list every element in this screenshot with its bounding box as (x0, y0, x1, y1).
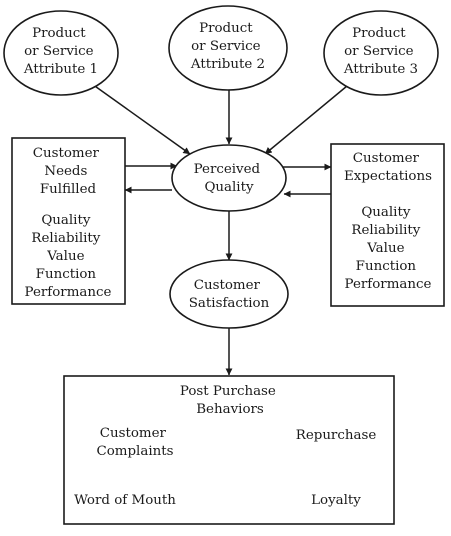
post-purchase-heading: Post Purchase Behaviors (180, 384, 280, 417)
attribute-2-line: Product (199, 21, 253, 36)
post-purchase-word-of-mouth: Word of Mouth (74, 493, 176, 508)
attribute-3-ellipse (323, 10, 439, 96)
attribute-3-label: Product or Service Attribute 3 (343, 26, 418, 77)
node-attribute-2: Product or Service Attribute 2 (168, 5, 288, 91)
needs-fulfilled-item: Reliability (31, 231, 100, 246)
perceived-quality-ellipse (171, 144, 287, 212)
node-customer-satisfaction: Customer Satisfaction (169, 259, 289, 329)
needs-fulfilled-heading-line: Customer (33, 146, 100, 161)
post-purchase-box (63, 375, 395, 525)
attribute-2-ellipse (168, 5, 288, 91)
attribute-1-line: or Service (24, 44, 94, 59)
attribute-2-line: Attribute 2 (190, 57, 265, 72)
customer-satisfaction-ellipse (169, 259, 289, 329)
node-attribute-3: Product or Service Attribute 3 (323, 10, 439, 96)
needs-fulfilled-item: Quality (41, 213, 91, 228)
attribute-3-line: Attribute 3 (343, 62, 418, 77)
needs-fulfilled-heading-line: Fulfilled (40, 182, 97, 197)
attribute-1-line: Attribute 1 (23, 62, 98, 77)
node-attribute-1: Product or Service Attribute 1 (3, 10, 119, 96)
needs-fulfilled-item: Performance (25, 285, 112, 300)
attribute-1-ellipse (3, 10, 119, 96)
perceived-quality-line: Perceived (194, 162, 261, 177)
expectations-heading-line: Expectations (344, 169, 432, 184)
expectations-item: Function (356, 259, 417, 274)
needs-fulfilled-heading: Customer Needs Fulfilled (33, 146, 103, 197)
node-expectations: Customer Expectations Quality Reliabilit… (330, 143, 445, 307)
post-purchase-complaints: Customer Complaints (96, 426, 173, 459)
customer-satisfaction-line: Satisfaction (189, 296, 270, 311)
customer-satisfaction-label: Customer Satisfaction (189, 278, 270, 311)
complaints-line: Customer (100, 426, 167, 441)
node-post-purchase: Post Purchase Behaviors Customer Complai… (63, 375, 395, 525)
edge-attribute-3-to-perceived-quality (264, 85, 348, 155)
attribute-1-line: Product (32, 26, 86, 41)
expectations-box (330, 143, 445, 307)
node-perceived-quality: Perceived Quality (171, 144, 287, 212)
needs-fulfilled-heading-line: Needs (44, 164, 87, 179)
expectations-heading-line: Customer (353, 151, 420, 166)
post-purchase-heading-line: Behaviors (196, 402, 264, 417)
attribute-2-label: Product or Service Attribute 2 (190, 21, 265, 72)
needs-fulfilled-items: Quality Reliability Value Function Perfo… (25, 213, 112, 300)
needs-fulfilled-item: Function (36, 267, 97, 282)
needs-fulfilled-box (11, 137, 126, 305)
edge-attribute-1-to-perceived-quality (91, 83, 191, 155)
complaints-line: Complaints (96, 444, 173, 459)
expectations-item: Performance (345, 277, 432, 292)
post-purchase-loyalty: Loyalty (311, 493, 361, 508)
edges (91, 82, 348, 376)
attribute-2-line: or Service (191, 39, 261, 54)
perceived-quality-label: Perceived Quality (194, 162, 265, 195)
customer-satisfaction-line: Customer (194, 278, 261, 293)
node-needs-fulfilled: Customer Needs Fulfilled Quality Reliabi… (11, 137, 126, 305)
perceived-quality-line: Quality (204, 180, 254, 195)
expectations-items: Quality Reliability Value Function Perfo… (345, 205, 432, 292)
needs-fulfilled-item: Value (46, 249, 84, 264)
post-purchase-repurchase: Repurchase (296, 428, 377, 443)
attribute-3-line: Product (352, 26, 406, 41)
expectations-item: Quality (361, 205, 411, 220)
expectations-heading: Customer Expectations (344, 151, 432, 184)
attribute-3-line: or Service (344, 44, 414, 59)
post-purchase-heading-line: Post Purchase (180, 384, 276, 399)
expectations-item: Reliability (351, 223, 420, 238)
attribute-1-label: Product or Service Attribute 1 (23, 26, 98, 77)
expectations-item: Value (366, 241, 404, 256)
